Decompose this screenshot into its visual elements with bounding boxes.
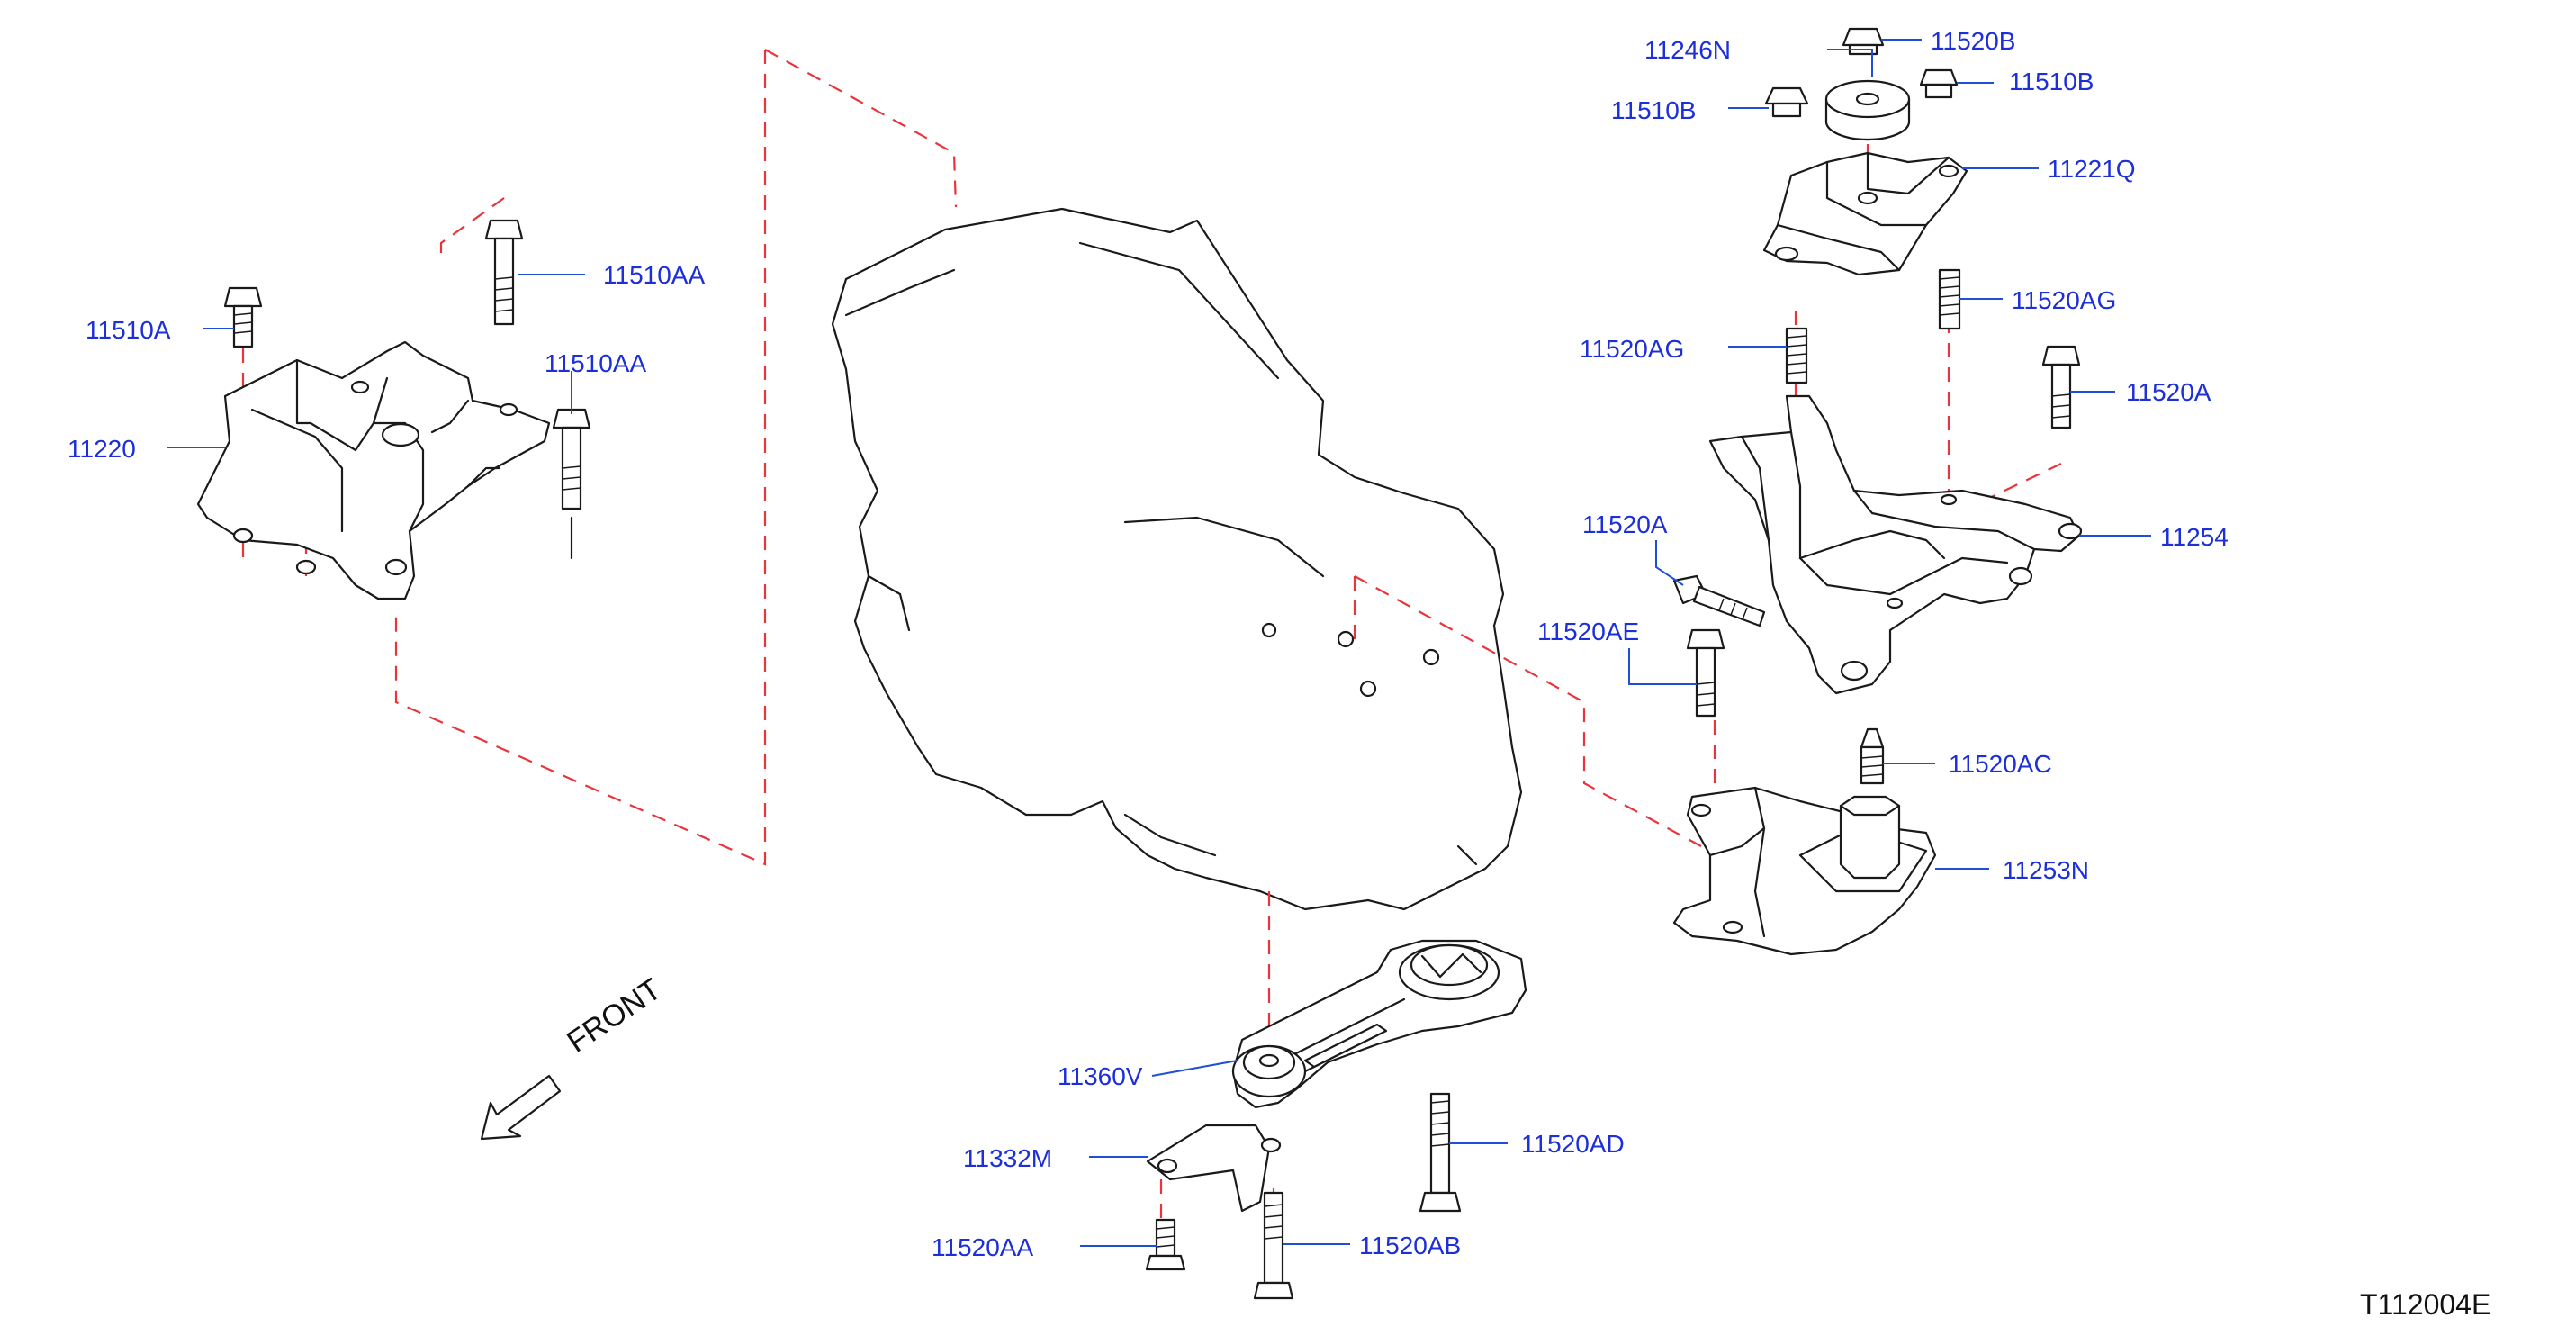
insulator-11246N bbox=[1824, 79, 1911, 141]
label-11520AG-right: 11520AG bbox=[2012, 286, 2116, 314]
label-11510AA-top: 11510AA bbox=[603, 261, 705, 289]
bolt-11510AA-mid bbox=[552, 408, 591, 560]
mount-11220 bbox=[196, 340, 551, 600]
label-11520B: 11520B bbox=[1931, 27, 2015, 55]
nut-11510B-right bbox=[1919, 68, 1959, 99]
diagram-code: T112004E bbox=[2360, 1288, 2490, 1321]
front-label: FRONT bbox=[561, 972, 667, 1060]
bolt-11520AB bbox=[1253, 1191, 1294, 1300]
label-11510AA-mid: 11510AA bbox=[545, 349, 646, 377]
bolt-11510AA-top bbox=[484, 219, 524, 326]
label-11253N: 11253N bbox=[2003, 856, 2089, 884]
mount-bracket-11221Q bbox=[1762, 151, 1968, 276]
label-11520A-center: 11520A bbox=[1582, 510, 1668, 538]
bolt-11520AA bbox=[1145, 1218, 1186, 1271]
nut-11510B-left bbox=[1764, 86, 1809, 118]
label-11520AA: 11520AA bbox=[932, 1233, 1033, 1261]
label-11220: 11220 bbox=[68, 435, 136, 463]
engine-block bbox=[831, 207, 1523, 911]
part-labels: 11246N 11520B 11510B 11510B 11221Q 11520… bbox=[68, 27, 2229, 1261]
bolt-11510A bbox=[223, 286, 263, 348]
label-11520AC: 11520AC bbox=[1949, 750, 2052, 778]
label-11510A: 11510A bbox=[86, 316, 171, 344]
bolt-11520A-center bbox=[1672, 574, 1766, 627]
label-11520AE: 11520AE bbox=[1537, 618, 1639, 645]
label-11254: 11254 bbox=[2160, 523, 2229, 551]
bracket-11332M bbox=[1146, 1124, 1282, 1213]
bracket-11253N bbox=[1672, 786, 1937, 956]
bolt-11520AC bbox=[1860, 727, 1885, 785]
bolt-11520A-right bbox=[2041, 345, 2081, 429]
bolt-11520AD bbox=[1419, 1092, 1462, 1213]
label-11520AD: 11520AD bbox=[1521, 1130, 1625, 1158]
bolt-11520AE bbox=[1686, 628, 1725, 718]
label-11520AG-left: 11520AG bbox=[1580, 335, 1684, 363]
torque-rod-11360V bbox=[1231, 939, 1527, 1109]
stud-11520AG-right bbox=[1938, 268, 1961, 330]
label-11520AB: 11520AB bbox=[1359, 1232, 1461, 1259]
leader-lines bbox=[167, 39, 2151, 1247]
front-arrow-icon bbox=[480, 1074, 562, 1141]
label-11510B-right: 11510B bbox=[2009, 68, 2094, 95]
label-11246N: 11246N bbox=[1644, 36, 1731, 64]
label-11221Q: 11221Q bbox=[2048, 155, 2136, 183]
label-11520A-right: 11520A bbox=[2126, 378, 2211, 406]
label-11360V: 11360V bbox=[1058, 1062, 1143, 1090]
bracket-11254 bbox=[1708, 394, 2083, 695]
stud-11520AG-left bbox=[1785, 327, 1808, 384]
label-11332M: 11332M bbox=[963, 1144, 1052, 1172]
label-11510B-left: 11510B bbox=[1611, 96, 1696, 124]
